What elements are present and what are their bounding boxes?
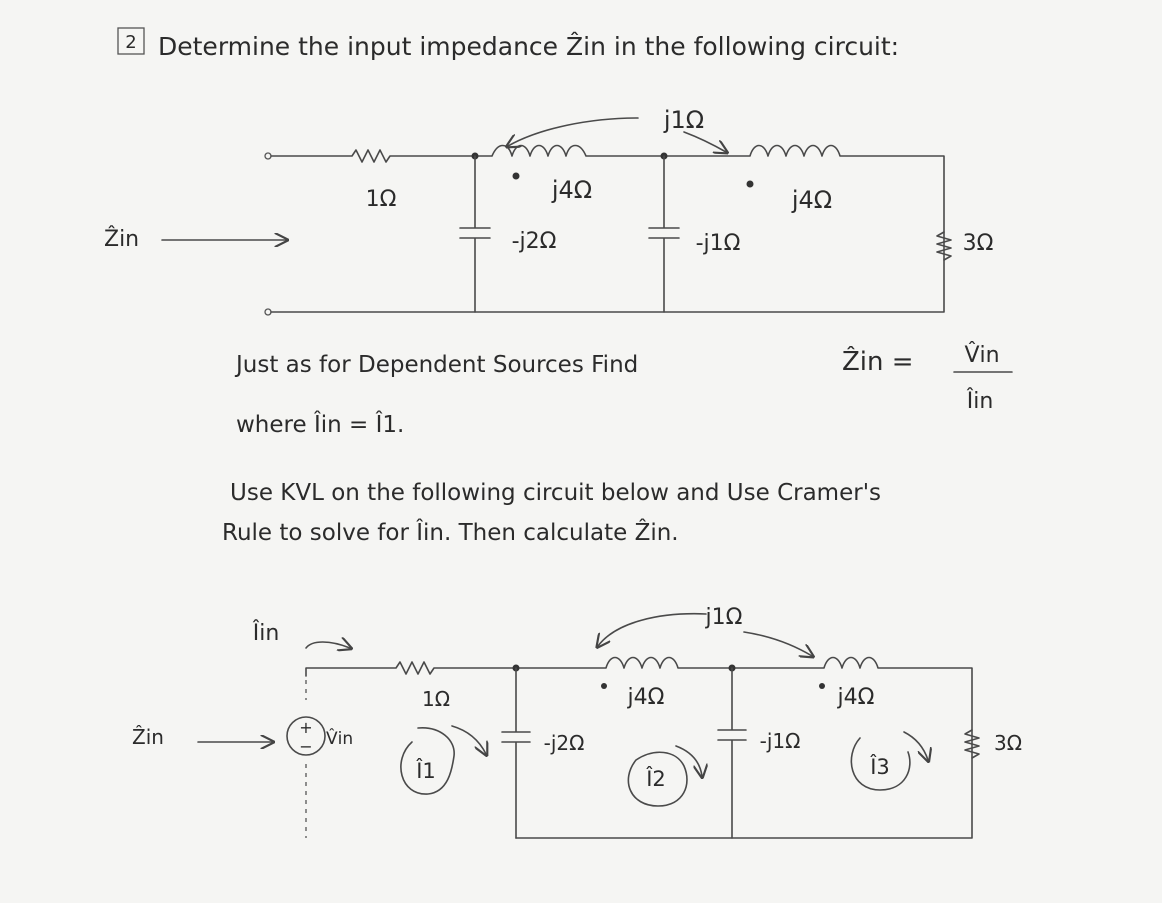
problem-number: 2 — [125, 32, 136, 53]
iin-arrow — [305, 642, 350, 648]
problem-number-box — [117, 27, 145, 55]
dot-l2 — [746, 180, 754, 188]
text-line-4: Rule to solve for Îin. Then calculate Ẑi… — [222, 518, 679, 546]
c1-mutual-label: j1Ω — [663, 106, 704, 134]
capacitor-c2 — [648, 155, 680, 313]
circuit-2 — [197, 612, 980, 839]
c2-c2-label: -j1Ω — [760, 729, 801, 753]
c2-r1-label: 1Ω — [422, 687, 450, 711]
capacitor-c1b — [501, 667, 531, 839]
c2-vin-label: V̂in — [326, 728, 353, 749]
c2-mutual-label: j1Ω — [705, 605, 743, 630]
circuit-2-wires — [305, 656, 973, 839]
terminal-bottom — [264, 308, 272, 316]
source-plus: + — [299, 718, 312, 737]
dot-l1 — [512, 172, 520, 180]
c2-i3-label: Î3 — [869, 754, 890, 779]
mesh-i2-circle — [627, 751, 688, 807]
text-line-3: Use KVL on the following circuit below a… — [230, 480, 881, 506]
mesh-i2-arrow — [675, 745, 702, 776]
circuit-1-wires — [270, 144, 945, 313]
circuit-1 — [161, 117, 952, 316]
c1-r1-label: 1Ω — [366, 187, 397, 212]
c2-l1-label: j4Ω — [627, 685, 665, 710]
c2-i1-label: Î1 — [415, 758, 436, 783]
c1-c1-label: -j2Ω — [512, 229, 557, 254]
text-line-2: where Îin = Î1. — [236, 410, 404, 438]
c2-i2-label: Î2 — [645, 766, 666, 791]
mesh-i1-arrow — [451, 725, 486, 754]
c1-l2-label: j4Ω — [791, 186, 832, 214]
capacitor-c2b — [717, 667, 747, 839]
resistor-r2 — [936, 231, 952, 261]
mesh-i1-circle — [400, 727, 455, 795]
mesh-i3-circle — [850, 737, 911, 791]
text-line-1: Just as for Dependent Sources Find — [234, 352, 638, 378]
c2-zin-label: Ẑin — [132, 725, 164, 749]
mutual-arrow-right-2 — [743, 631, 812, 656]
mutual-arrow-right — [683, 131, 726, 152]
voltage-source — [286, 716, 326, 756]
c1-l1-label: j4Ω — [551, 176, 592, 204]
c1-zin-label: Ẑin — [104, 226, 139, 252]
zin-equals: Ẑin = — [842, 345, 914, 377]
capacitor-c1 — [459, 155, 491, 313]
dot-l2b — [819, 683, 825, 689]
c1-c2-label: -j1Ω — [696, 231, 741, 256]
c1-r2-label: 3Ω — [963, 231, 994, 256]
c2-r2-label: 3Ω — [994, 731, 1022, 755]
problem-title: Determine the input impedance Ẑin in the… — [158, 32, 899, 61]
mutual-arrow-left-2 — [598, 612, 707, 646]
resistor-r2b — [964, 729, 980, 759]
mutual-arrow-left — [508, 117, 639, 146]
fraction-denominator: Îin — [966, 388, 994, 414]
source-minus: − — [299, 737, 312, 756]
mesh-i3-arrow — [903, 731, 928, 760]
dot-l1b — [601, 683, 607, 689]
c2-iin-label: Îin — [252, 620, 280, 646]
c2-c1-label: -j2Ω — [544, 731, 585, 755]
fraction-numerator: V̂in — [964, 342, 999, 368]
terminal-top — [264, 152, 272, 160]
c2-l2-label: j4Ω — [837, 685, 875, 710]
